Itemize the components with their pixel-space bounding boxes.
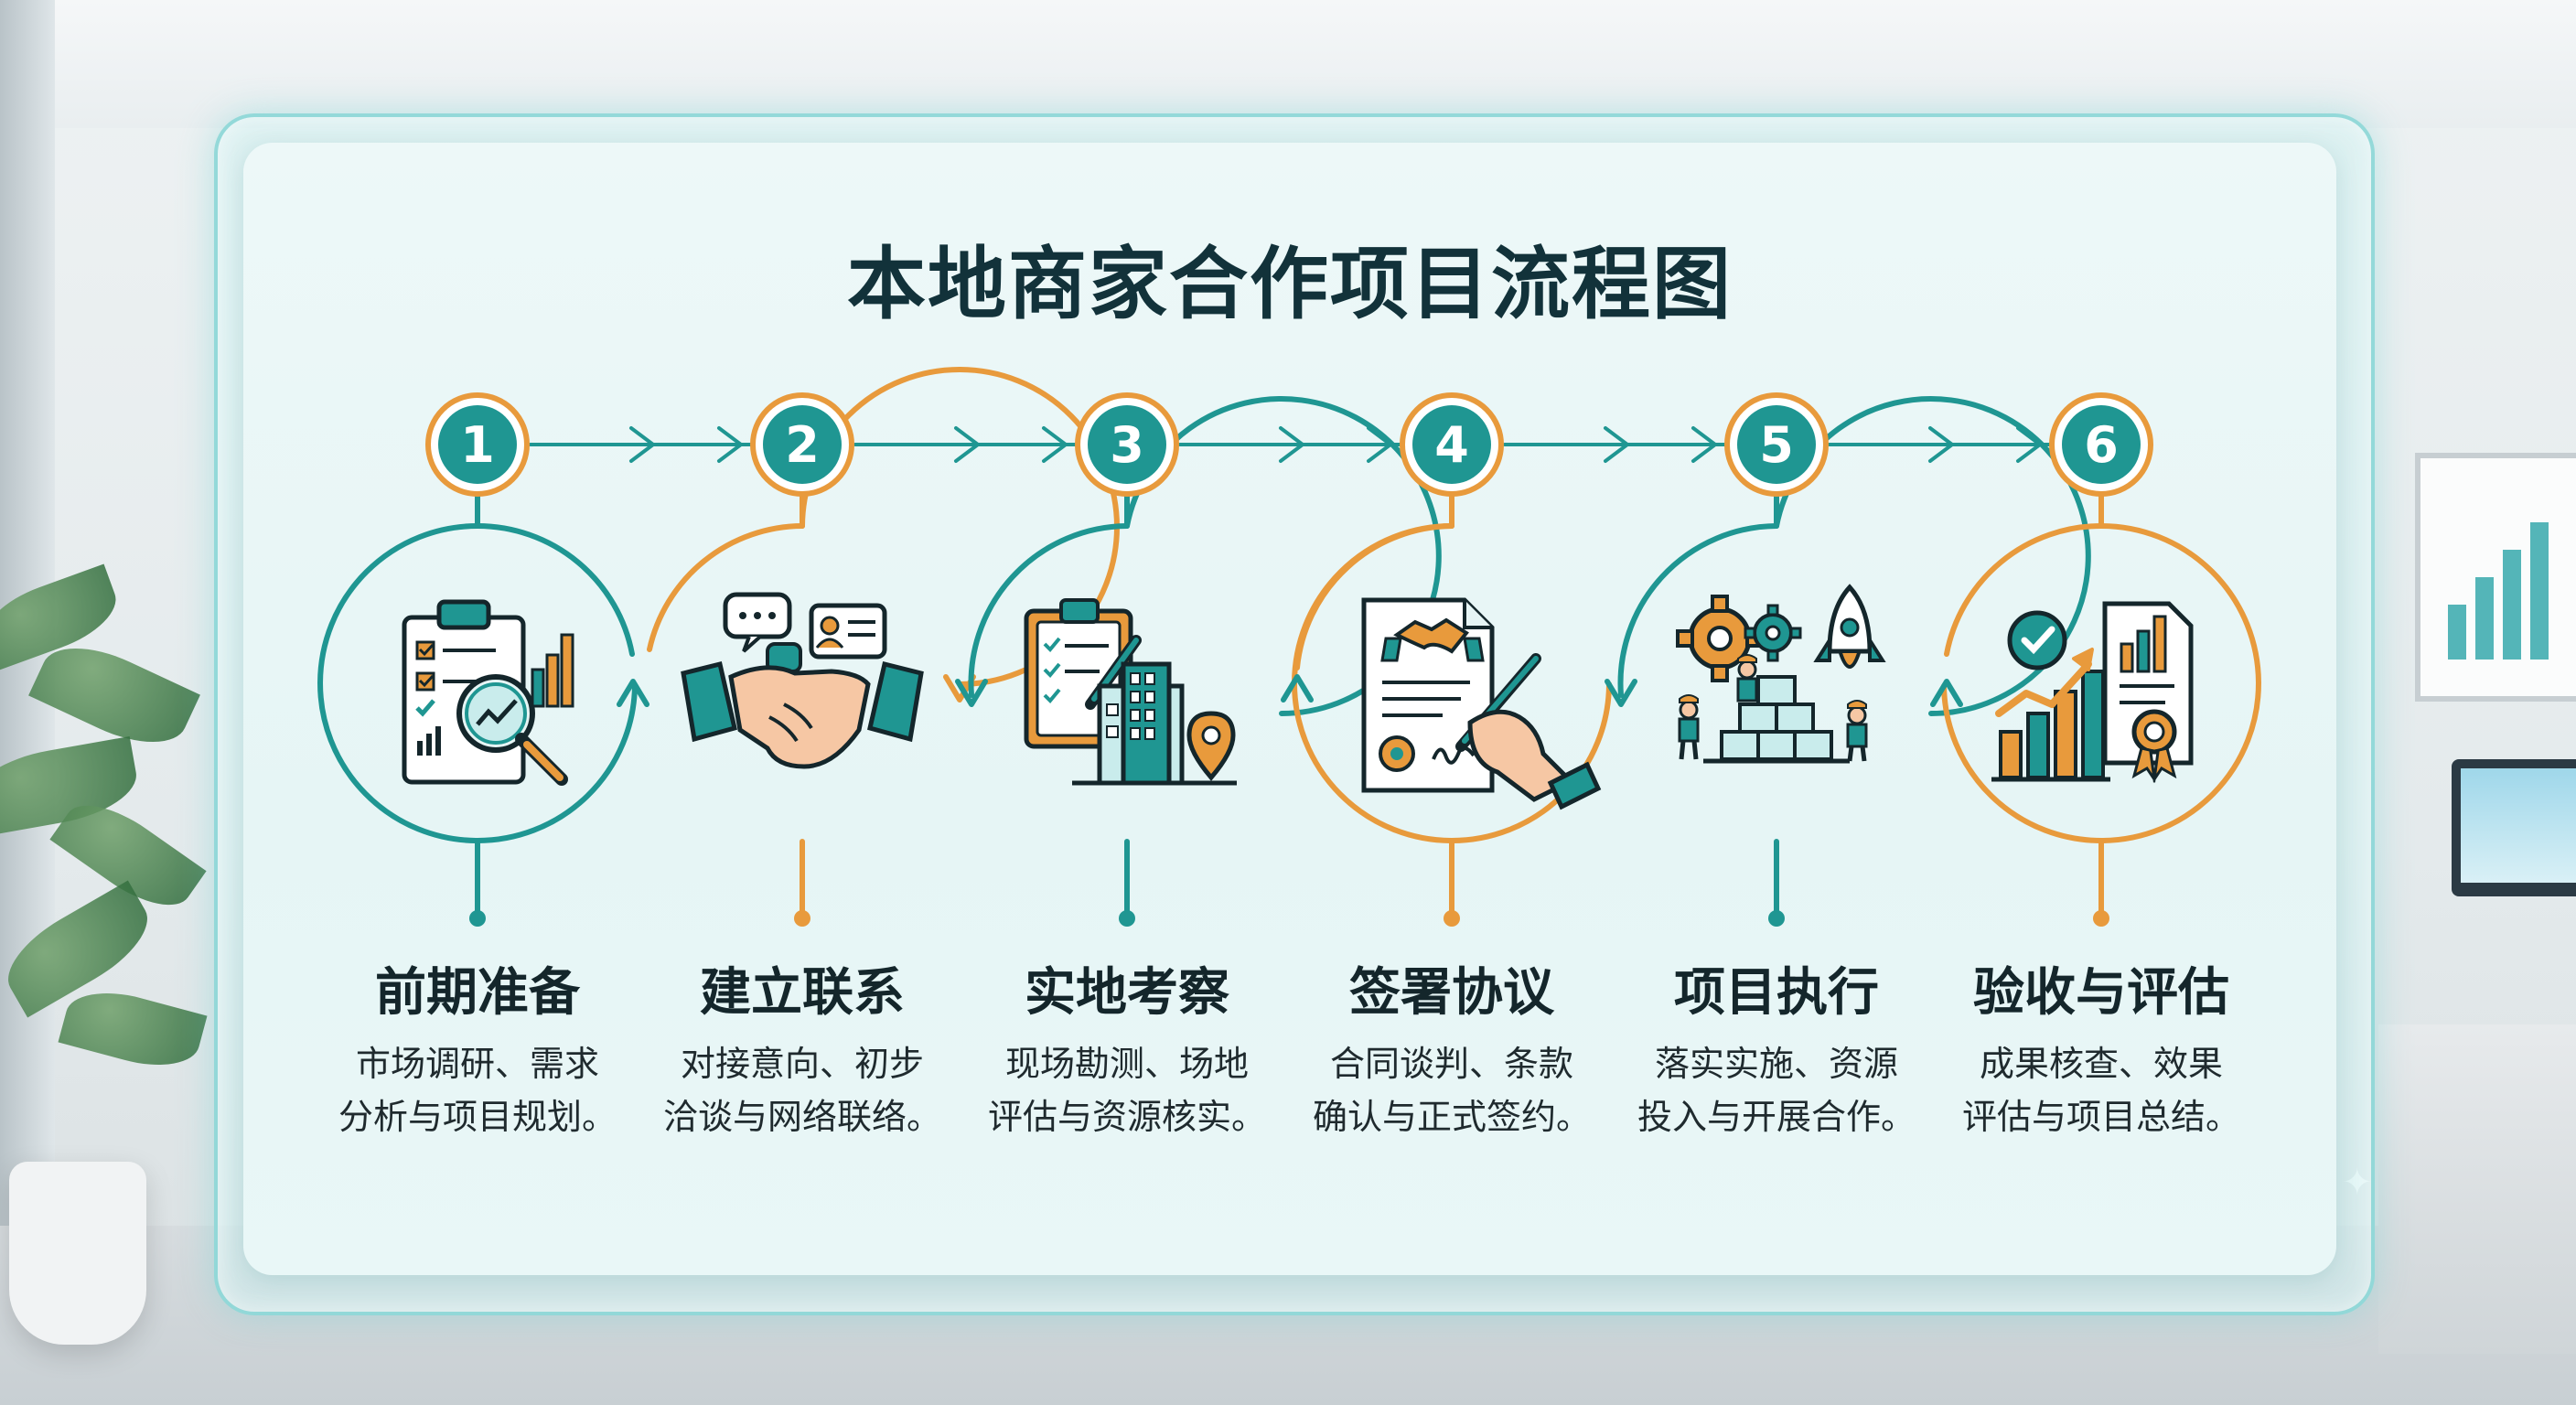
connector-3-4 <box>1178 426 1401 463</box>
step-1-desc-line-1: 市场调研、需求 <box>355 1044 599 1084</box>
step-6-desc-line-2: 评估与项目总结。 <box>1961 1097 2240 1137</box>
step-2-title: 建立联系 <box>700 963 905 1023</box>
worker-icon <box>1846 700 1868 762</box>
background-cabinet <box>2378 1024 2576 1354</box>
growth-chart-certificate-icon <box>1991 601 2194 784</box>
step-1-title: 前期准备 <box>375 963 580 1023</box>
step-number-badge: 6 <box>2049 392 2153 497</box>
step-4-desc: 合同谈判、条款 确认与正式签约。 <box>1296 1037 1607 1143</box>
gears-workers-rocket-icon <box>1676 584 1886 764</box>
step-2-desc-line-2: 洽谈与网络联络。 <box>662 1097 941 1137</box>
step-5-desc-line-2: 投入与开展合作。 <box>1637 1097 1916 1137</box>
step-4-desc-line-2: 确认与正式签约。 <box>1312 1097 1591 1137</box>
step-5-title: 项目执行 <box>1674 963 1879 1023</box>
step-3-desc-line-2: 评估与资源核实。 <box>987 1097 1266 1137</box>
step-3-desc-line-1: 现场勘测、场地 <box>1004 1044 1249 1084</box>
step-5-desc-line-1: 落实实施、资源 <box>1654 1044 1898 1084</box>
step-6-desc-line-1: 成果核查、效果 <box>1979 1044 2223 1084</box>
step-number-badge: 3 <box>1075 392 1179 497</box>
step-number-badge: 4 <box>1400 392 1504 497</box>
step-number-badge: 5 <box>1724 392 1829 497</box>
worker-icon <box>1736 654 1758 702</box>
step-4-desc-line-1: 合同谈判、条款 <box>1329 1044 1573 1084</box>
connector-5-6 <box>1828 426 2051 463</box>
contract-signing-icon <box>1361 597 1602 810</box>
step-number: 1 <box>460 416 495 474</box>
step-1-desc-line-2: 分析与项目规划。 <box>338 1097 617 1137</box>
background-monitor <box>2452 759 2576 896</box>
step-number-badge: 1 <box>425 392 530 497</box>
step-6-title: 验收与评估 <box>1973 963 2229 1023</box>
step-6-desc: 成果核查、效果 评估与项目总结。 <box>1946 1037 2257 1143</box>
step-number: 6 <box>2084 416 2119 474</box>
connector-2-3 <box>853 426 1077 463</box>
step-number: 5 <box>1759 416 1794 474</box>
step-number: 4 <box>1434 416 1469 474</box>
step-2-desc-line-1: 对接意向、初步 <box>680 1044 924 1084</box>
step-3-title: 实地考察 <box>1025 963 1229 1023</box>
step-1-desc: 市场调研、需求 分析与项目规划。 <box>322 1037 633 1143</box>
connector-1-2 <box>529 426 752 463</box>
step-number-badges: 1 2 3 4 5 <box>425 392 2153 497</box>
panel-card <box>243 143 2336 1275</box>
worker-icon <box>1678 694 1700 760</box>
background-ceiling <box>0 0 2576 128</box>
connector-4-5 <box>1503 426 1726 463</box>
step-5-desc: 落实实施、资源 投入与开展合作。 <box>1621 1037 1932 1143</box>
background-whiteboard <box>2415 453 2576 702</box>
step-number: 3 <box>1110 416 1144 474</box>
step-2-desc: 对接意向、初步 洽谈与网络联络。 <box>647 1037 958 1143</box>
step-number-badge: 2 <box>750 392 854 497</box>
connector-arrows <box>529 426 2051 463</box>
step-3-desc: 现场勘测、场地 评估与资源核实。 <box>971 1037 1283 1143</box>
step-4-title: 签署协议 <box>1349 963 1554 1023</box>
clipboard-building-pin-icon <box>1024 598 1237 786</box>
page-title: 本地商家合作项目流程图 <box>847 239 1733 330</box>
background-plant-pot <box>9 1162 146 1345</box>
step-number: 2 <box>785 416 820 474</box>
clipboard-chart-magnifier-icon <box>402 599 574 786</box>
handshake-chat-icon <box>681 592 924 769</box>
